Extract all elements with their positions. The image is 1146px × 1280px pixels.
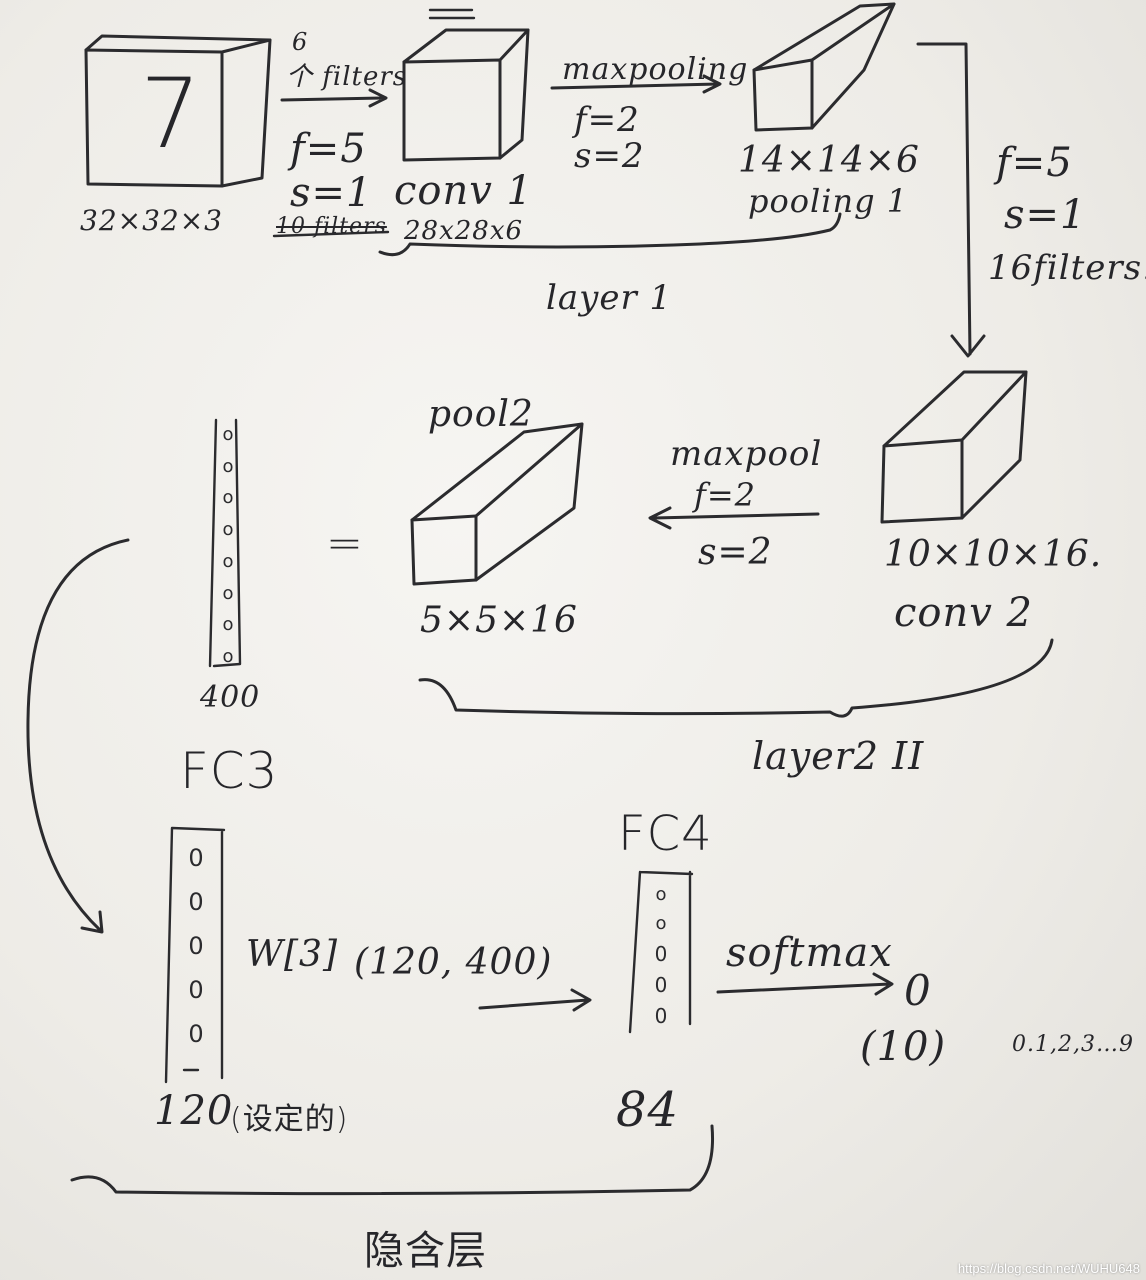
fc4-size: 84 [616,1082,680,1138]
hidden-brace [70,1124,715,1196]
equals-sign: = [326,518,364,569]
arrow-to-conv2 [916,42,986,358]
fc3-size: 120 [154,1088,234,1134]
arrow-to-fc4 [478,988,592,1012]
arrow-to-pool1 [550,74,722,94]
fc3-label: FC3 [180,742,279,800]
output-node: 0 [904,966,932,1015]
layer2-label: layer2 II [752,734,925,778]
watermark: https://blog.csdn.net/WUHU648 [957,1261,1140,1276]
conv2-label: conv 2 [894,590,1034,636]
pool2-label: pool2 [428,394,534,435]
layer2-brace [418,638,1054,718]
pool2-size: 5×5×16 [420,600,578,641]
filters-count: 6 [292,28,309,56]
conv2-f: f=5 [996,140,1073,186]
fc4-vector-outline [628,870,694,1034]
conv1-size: 28x28x6 [404,216,524,246]
output-count: (10) [860,1024,947,1070]
conv1-volume [402,28,530,162]
conv1-s: s=1 [290,170,373,216]
weight-shape: (120, 400) [354,942,553,983]
arrow-softmax [716,972,894,996]
filters-label: 个 filters [286,62,408,92]
pool2-s: s=2 [698,532,773,573]
strike-underline [272,230,390,238]
fc3-note: (设定的) [230,1102,349,1137]
fc3-vector-outline [164,826,226,1084]
conv1-label: conv 1 [394,168,534,214]
arrow-to-fc3 [26,538,130,934]
input-digit: 7 [140,58,203,170]
pool2-volume [410,422,584,586]
layer1-label: layer 1 [546,278,673,318]
pool1-volume [752,2,896,132]
pool1-f: f=2 [574,100,640,140]
layer1-brace [378,212,842,257]
conv2-filters: 16filters. [988,248,1146,288]
struck-filters-note: 10 filters [276,214,387,239]
hidden-layer-label: 隐含层 [364,1228,487,1274]
flat-size: 400 [200,680,261,715]
conv1-f: f=5 [290,126,367,172]
input-volume [84,34,272,188]
pool1-label: pooling 1 [748,182,909,220]
arrow-to-conv1 [280,88,388,108]
conv2-size: 10×10×16. [884,534,1103,575]
conv2-volume [880,370,1028,524]
pool1-s: s=2 [574,136,645,176]
scribble [428,8,476,20]
arrow-to-pool2 [648,506,820,530]
fc4-label: FC4 [618,806,713,862]
pool1-op: maxpooling [562,52,749,87]
conv2-s: s=1 [1004,192,1087,238]
activation-label: softmax [726,930,893,976]
weight-label: W[3] [246,934,338,975]
pool1-size: 14×14×6 [738,140,920,181]
output-classes: 0.1,2,3…9 [1012,1032,1134,1057]
pool2-f: f=2 [694,476,757,514]
pool2-op: maxpool [670,434,823,474]
flat-vector-outline [208,418,242,668]
input-size-label: 32×32×3 [80,204,223,237]
